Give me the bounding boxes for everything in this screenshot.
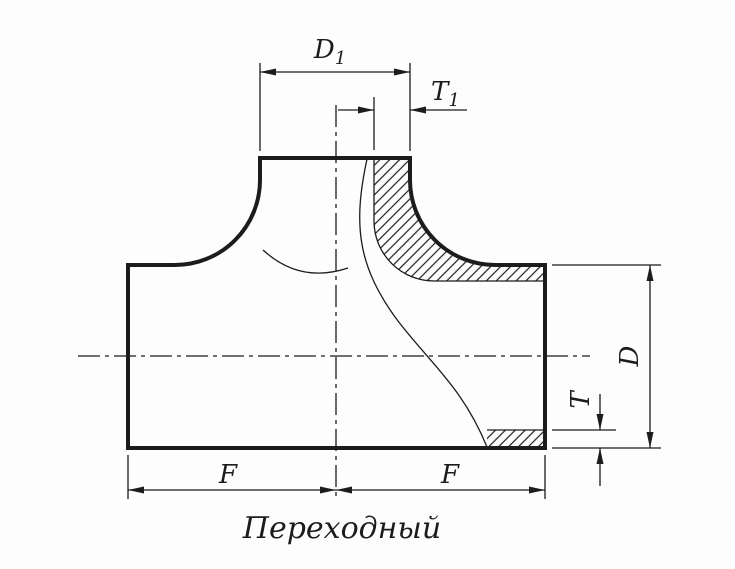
arrowhead xyxy=(646,432,654,448)
left-fillet-arc xyxy=(262,249,349,274)
arrowhead xyxy=(358,106,374,114)
dimension-t: T xyxy=(552,390,616,486)
d1-subscript: 1 xyxy=(335,48,346,69)
d1-base: D xyxy=(313,35,335,65)
dimension-label-t1: T1 xyxy=(431,77,460,111)
arrowhead xyxy=(529,486,545,494)
t1-subscript: 1 xyxy=(448,90,459,111)
arrowhead xyxy=(596,448,604,464)
arrowhead xyxy=(394,68,410,76)
dimension-t1: T1 xyxy=(338,77,467,150)
arrowhead xyxy=(336,486,352,494)
dimension-d: D xyxy=(552,264,661,449)
dimension-f-left: F xyxy=(127,455,336,499)
tee-outer-contour xyxy=(126,156,547,450)
hatch-bottom-wall xyxy=(487,430,545,448)
arrowhead xyxy=(320,486,336,494)
dimension-label-f-right: F xyxy=(440,460,460,490)
dimension-label-t: T xyxy=(566,390,596,409)
section-hatching xyxy=(374,158,545,448)
hatch-branch-wall xyxy=(374,158,545,281)
arrowhead xyxy=(646,265,654,281)
inner-contours xyxy=(262,158,545,448)
centerlines xyxy=(78,105,590,500)
dimension-label-d1: D1 xyxy=(313,35,346,69)
bore-inner-contour xyxy=(373,158,545,282)
dimension-label-d: D xyxy=(615,345,645,367)
arrowhead xyxy=(260,68,276,76)
arrowhead xyxy=(410,106,426,114)
dimension-label-f-left: F xyxy=(218,460,238,490)
dimension-d1: D1 xyxy=(259,35,411,151)
arrowhead xyxy=(596,414,604,430)
dimension-f-right: F xyxy=(336,455,546,499)
break-line xyxy=(359,158,488,448)
drawing-caption: Переходный xyxy=(242,511,441,546)
t1-base: T xyxy=(431,77,450,107)
arrowhead xyxy=(128,486,144,494)
